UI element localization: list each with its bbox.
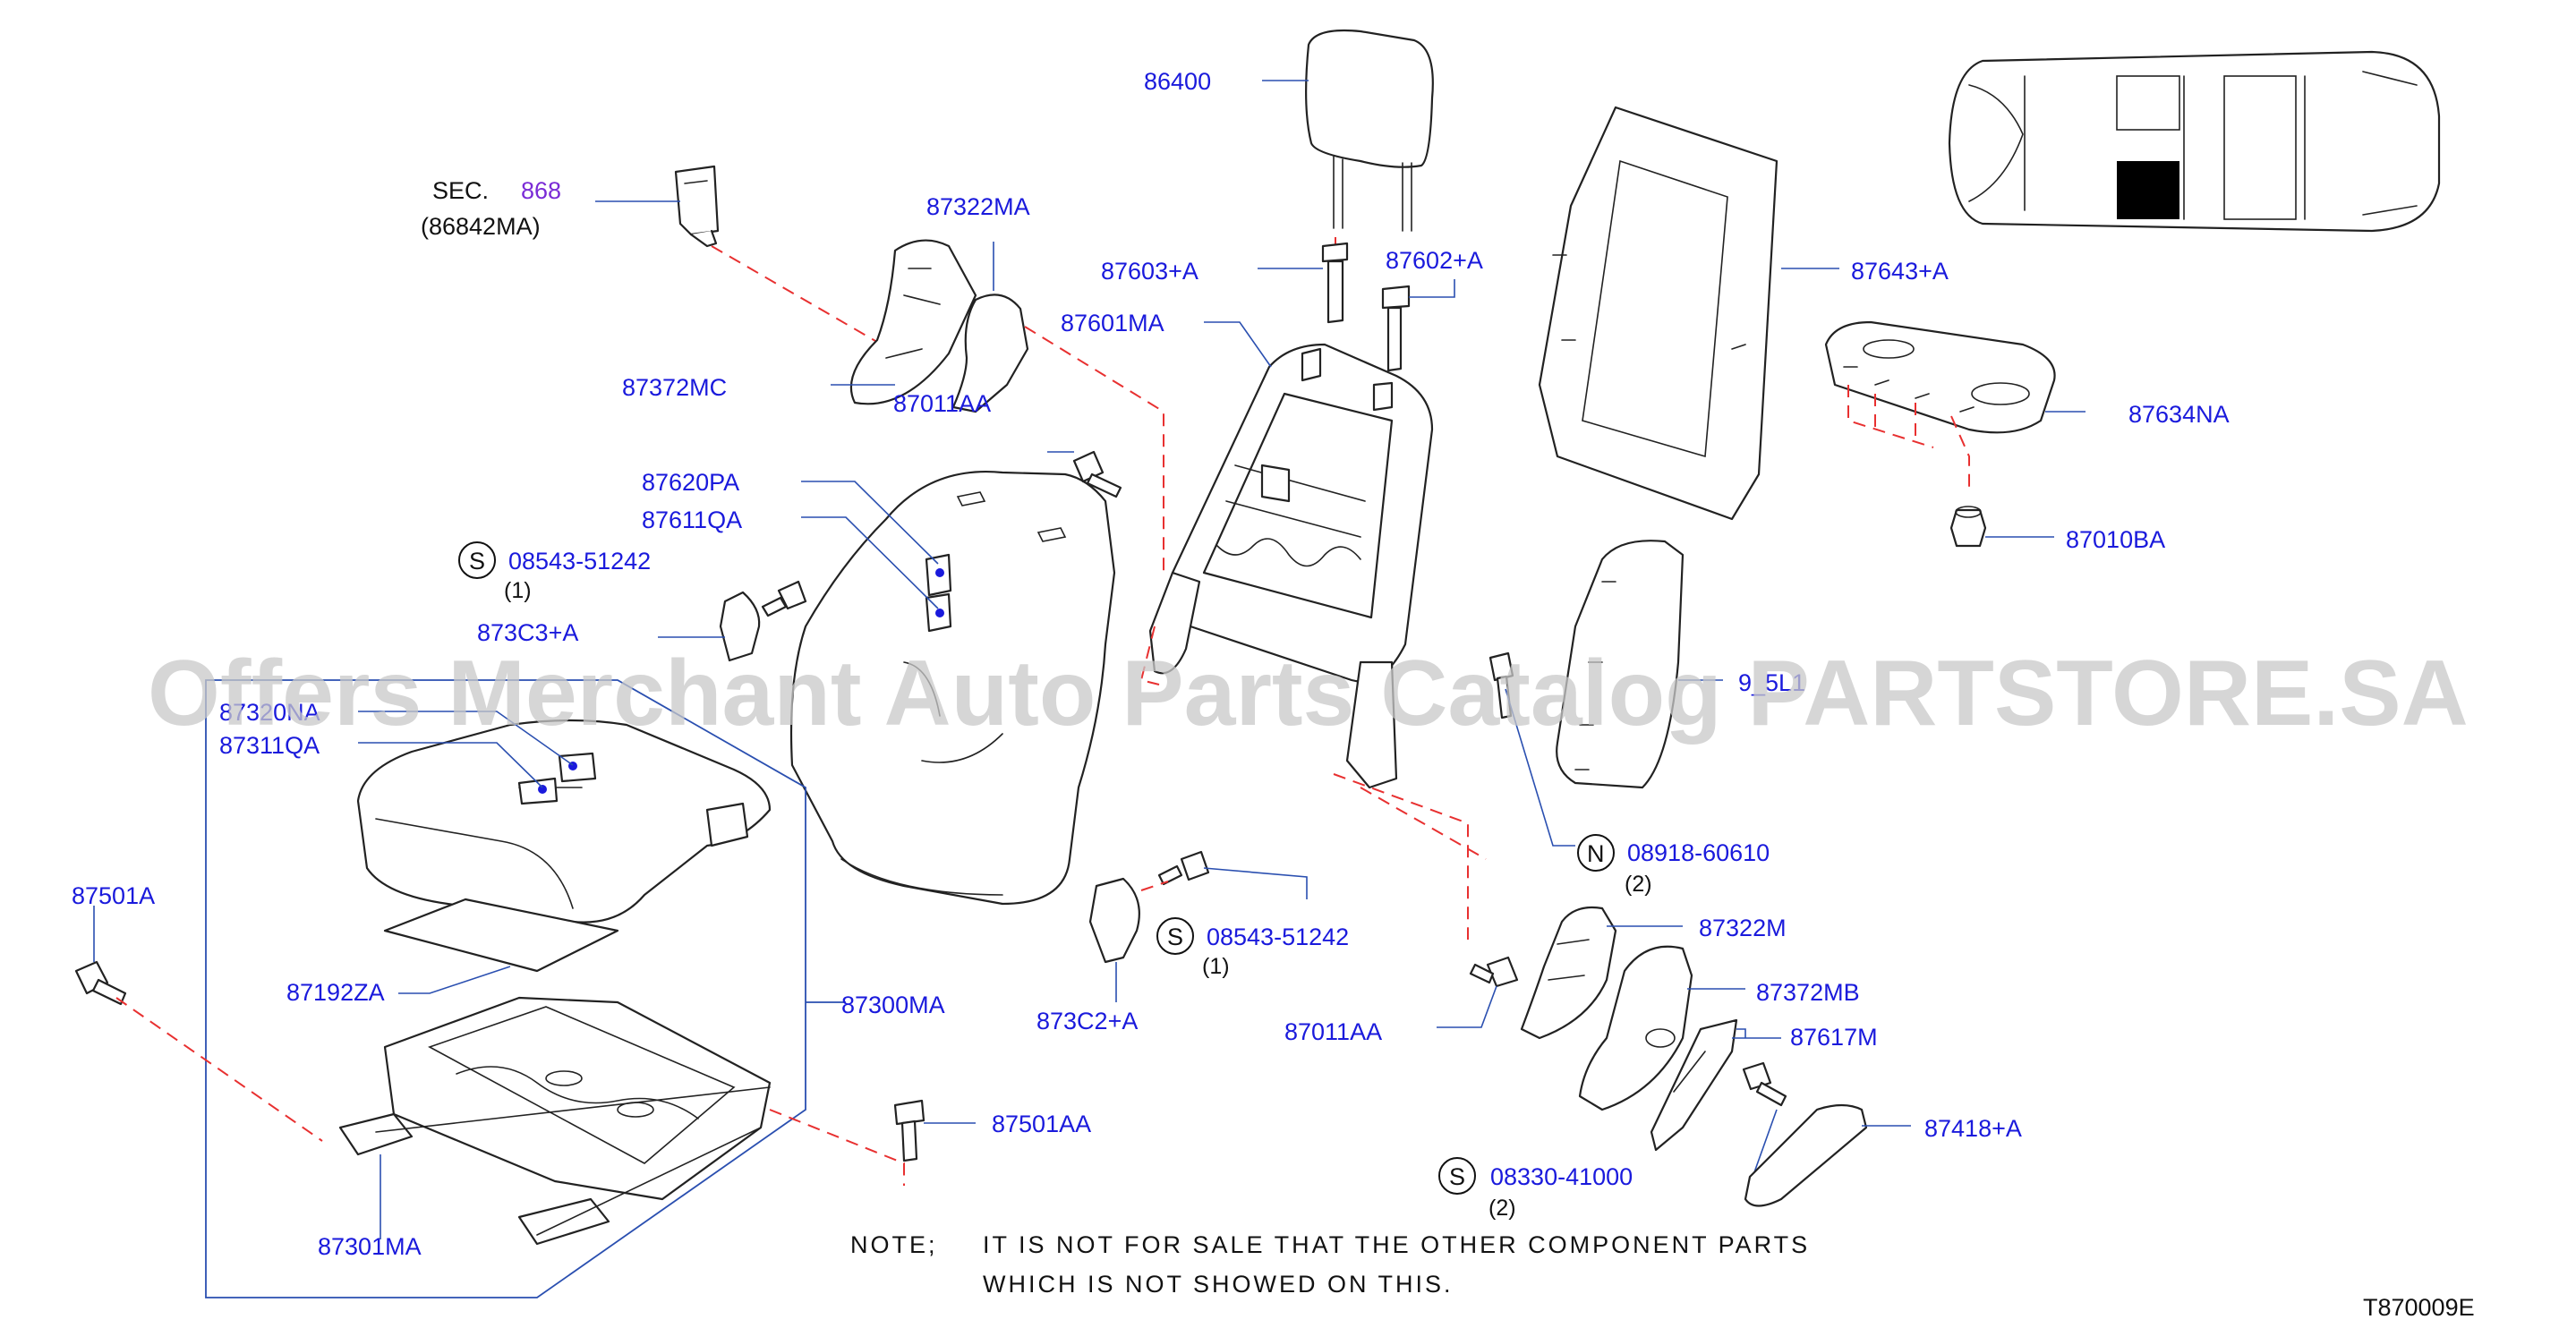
bolt-icon: [74, 960, 127, 1006]
side-trim-rear-icon: [849, 239, 977, 405]
label-87301MA[interactable]: 87301MA: [318, 1233, 422, 1260]
label-08543-top[interactable]: 08543-51242: [508, 548, 651, 575]
s-symbol-icon: [1438, 1157, 1476, 1195]
lever-icon: [1650, 1018, 1738, 1152]
hinge-cover-icon: [1088, 850, 1210, 964]
label-87311QA[interactable]: 87311QA: [219, 732, 320, 759]
qty-08543-mid: (1): [1202, 954, 1230, 979]
label-87620PA[interactable]: 87620PA: [642, 469, 739, 496]
seat-belt-buckle-icon: [674, 165, 720, 248]
side-trim-upper-icon: [951, 294, 1029, 413]
label-86400: 86400: [1144, 68, 1211, 95]
seatback-frame-icon: [1148, 343, 1434, 789]
label-87617M[interactable]: 87617M: [1790, 1024, 1878, 1051]
label-87643A[interactable]: 87643+A: [1851, 258, 1949, 285]
qty-08918: (2): [1625, 872, 1652, 897]
s-symbol-icon: [458, 541, 496, 579]
s-symbol-text-bottom: S: [1449, 1163, 1465, 1190]
n-symbol-icon: [1577, 834, 1615, 872]
label-87011AA-top[interactable]: 87011AA: [893, 390, 991, 417]
label-87501AA[interactable]: 87501AA: [992, 1111, 1091, 1137]
label-873C3A[interactable]: 873C3+A: [477, 619, 578, 646]
label-87501A[interactable]: 87501A: [72, 882, 155, 909]
seat-frame-icon: [338, 996, 772, 1246]
label-sec-number[interactable]: 868: [521, 177, 561, 204]
note-block: NOTE; IT IS NOT FOR SALE THAT THE OTHER …: [850, 1231, 1810, 1298]
nut-icon: [1949, 506, 1987, 548]
vehicle-locator-icon: [1948, 50, 2441, 233]
side-shield-icon: [1578, 945, 1693, 1111]
bolt-icon: [1742, 1061, 1787, 1107]
label-87320NA[interactable]: 87320NA: [219, 699, 320, 726]
label-87300MA[interactable]: 87300MA: [841, 992, 945, 1018]
bolt-icon: [893, 1099, 925, 1162]
label-87372MC[interactable]: 87372MC: [622, 374, 727, 401]
note-line-1: IT IS NOT FOR SALE THAT THE OTHER COMPON…: [983, 1231, 1810, 1258]
seatback-pad-icon: [789, 471, 1116, 906]
label-9_5L1[interactable]: 9_5L1: [1738, 669, 1805, 696]
label-87603A[interactable]: 87603+A: [1101, 258, 1198, 285]
n-symbol-text: N: [1587, 840, 1605, 867]
s-symbol-text: S: [469, 548, 485, 575]
label-87601MA[interactable]: 87601MA: [1061, 310, 1164, 336]
label-87010BA[interactable]: 87010BA: [2066, 526, 2165, 553]
qty-08543-top: (1): [504, 578, 532, 603]
label-87418A[interactable]: 87418+A: [1924, 1115, 2022, 1142]
label-873C2A[interactable]: 873C2+A: [1036, 1008, 1138, 1034]
note-prefix: NOTE;: [850, 1231, 938, 1258]
cover-icon: [1744, 1103, 1868, 1207]
label-08330-41000[interactable]: 08330-41000: [1490, 1163, 1633, 1190]
headrest-guide-icon: [1321, 242, 1411, 372]
label-87602A[interactable]: 87602+A: [1386, 247, 1483, 274]
label-87011AA-bottom[interactable]: 87011AA: [1284, 1018, 1382, 1045]
bolt-icon: [1488, 651, 1514, 719]
label-08543-mid[interactable]: 08543-51242: [1207, 924, 1349, 950]
label-87322M[interactable]: 87322M: [1699, 915, 1787, 941]
seatback-board-icon: [1538, 106, 1778, 521]
assembly-bracket: [205, 679, 846, 1298]
back-panel-icon: [1824, 320, 2056, 434]
headrest-icon: [1305, 29, 1434, 232]
side-pad-icon: [1556, 540, 1685, 789]
seat-mat-icon: [383, 898, 619, 973]
label-87372MB[interactable]: 87372MB: [1756, 979, 1860, 1006]
note-line-2: WHICH IS NOT SHOWED ON THIS.: [983, 1271, 1454, 1298]
part-labels: 86400 SEC. 868 (86842MA) 87322MA 87603+A…: [72, 68, 2230, 1260]
bolt-icon: [1469, 956, 1519, 988]
label-87192ZA[interactable]: 87192ZA: [286, 979, 385, 1006]
hinge-cover-icon: [719, 580, 807, 662]
label-87322MA[interactable]: 87322MA: [926, 193, 1030, 220]
label-08918-60610[interactable]: 08918-60610: [1627, 839, 1770, 866]
label-sec-ref: (86842MA): [421, 213, 541, 240]
watermark: Offers Merchant Auto Parts Catalog PARTS…: [148, 642, 2469, 745]
diagram-code: T870009E: [2363, 1294, 2475, 1321]
s-symbol-icon: [1156, 917, 1194, 955]
label-87634NA[interactable]: 87634NA: [2128, 401, 2230, 428]
qty-08330: (2): [1488, 1196, 1516, 1221]
side-trim-lower-icon: [1520, 906, 1617, 1040]
seat-cushion-icon: [356, 719, 772, 924]
s-symbol-text-mid: S: [1167, 924, 1183, 950]
bolt-icon: [1072, 450, 1122, 498]
label-87611QA[interactable]: 87611QA: [642, 507, 742, 533]
label-sec: SEC.: [432, 177, 489, 204]
